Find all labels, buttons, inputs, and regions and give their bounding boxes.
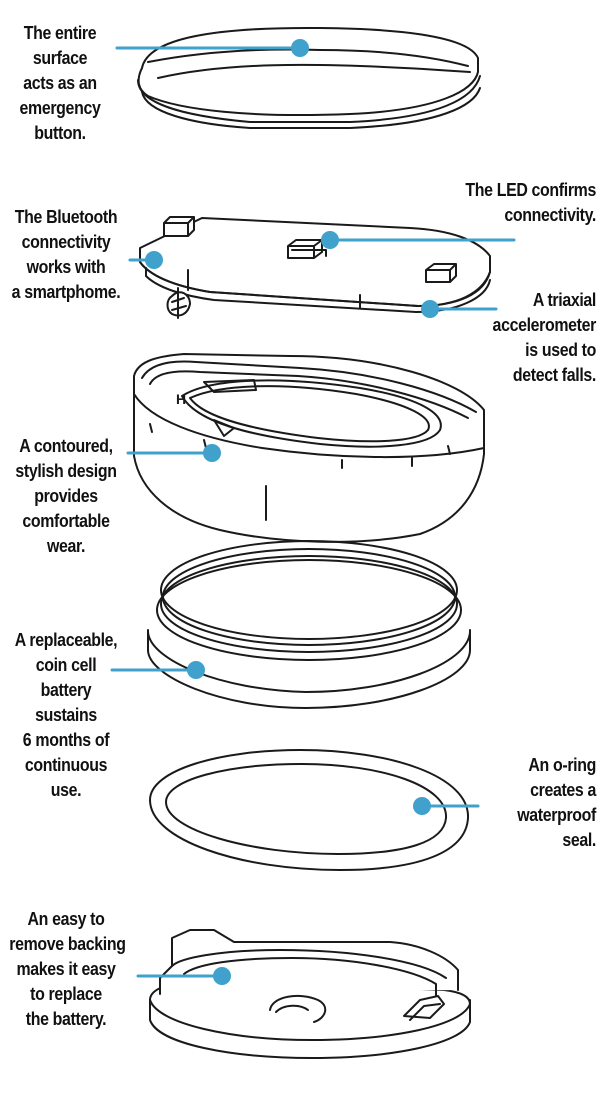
callout-line: the battery.: [25, 1008, 107, 1029]
callout-line: 6 months of: [22, 729, 110, 750]
callout-line: coin cell: [35, 654, 97, 675]
leader-lines: [110, 39, 516, 985]
callout-line: connectivity.: [504, 204, 596, 225]
callout-point-led: [321, 231, 339, 249]
callout-line: is used to: [525, 339, 596, 360]
callout-line: accelerometer: [492, 314, 597, 335]
callout-line: works with: [26, 256, 106, 277]
top-button-cap: [137, 26, 481, 129]
callout-surface: The entire surface acts as an emergency …: [8, 20, 111, 145]
callout-line: seal.: [562, 829, 596, 850]
callout-accelerometer: A triaxial accelerometer is used to dete…: [462, 287, 597, 387]
callout-line: acts as an: [23, 72, 97, 93]
callout-line: detect falls.: [512, 364, 596, 385]
callout-line: makes it easy: [16, 958, 116, 979]
callout-line: sustains: [35, 704, 97, 725]
callout-point-oring: [413, 797, 431, 815]
callout-line: The entire: [23, 22, 97, 43]
callout-line: continuous: [24, 754, 108, 775]
callout-point-surface: [291, 39, 309, 57]
callout-led: The LED confirms connectivity.: [427, 177, 596, 227]
back-cover: [149, 929, 471, 1059]
callout-design: A contoured, stylish design provides com…: [9, 433, 123, 558]
callout-point-design: [203, 444, 221, 462]
callout-line: button.: [34, 122, 86, 143]
callout-line: a smartphome.: [11, 281, 121, 302]
callout-line: connectivity: [21, 231, 111, 252]
callout-line: The Bluetooth: [14, 206, 118, 227]
circuit-board: [139, 216, 491, 319]
callout-line: An easy to: [27, 908, 105, 929]
callout-line: to replace: [30, 983, 102, 1004]
callout-line: emergency: [19, 97, 101, 118]
callout-oring: An o-ring creates a waterproof seal.: [484, 752, 596, 852]
callout-line: use.: [50, 779, 82, 800]
o-ring: [149, 749, 470, 871]
callout-battery: A replaceable, coin cell battery sustain…: [9, 627, 123, 802]
callout-line: comfortable: [22, 510, 110, 531]
callout-line: remove backing: [9, 933, 126, 954]
callout-line: wear.: [46, 535, 86, 556]
callout-line: creates a: [530, 779, 596, 800]
callout-line: A replaceable,: [14, 629, 118, 650]
callout-line: battery: [40, 679, 92, 700]
callout-line: stylish design: [15, 460, 117, 481]
callout-point-bluetooth: [145, 251, 163, 269]
callout-point-accel: [421, 300, 439, 318]
callout-line: An o-ring: [528, 754, 596, 775]
housing-shell: H: [133, 353, 485, 543]
callout-line: provides: [34, 485, 98, 506]
callout-line: waterproof: [517, 804, 596, 825]
callout-line: The LED confirms: [465, 179, 596, 200]
callout-backing: An easy to remove backing makes it easy …: [9, 906, 126, 1031]
callout-line: surface: [32, 47, 88, 68]
callout-bluetooth: The Bluetooth connectivity works with a …: [9, 204, 123, 304]
callout-line: A triaxial: [532, 289, 597, 310]
coin-cell-battery: [147, 540, 471, 709]
callout-line: A contoured,: [19, 435, 113, 456]
svg-text:H: H: [176, 391, 186, 407]
callout-point-backing: [213, 967, 231, 985]
callout-point-battery: [187, 661, 205, 679]
